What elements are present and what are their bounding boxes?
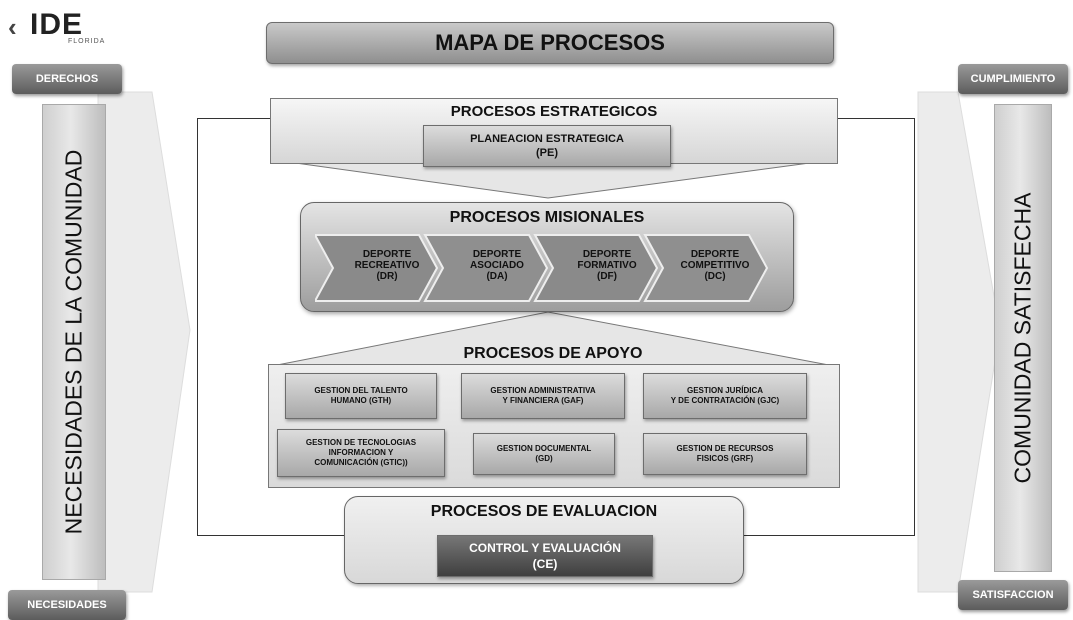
misionales-section: PROCESOS MISIONALES DEPORTE RECREATIVO (… xyxy=(300,202,794,312)
planeacion-line2: (PE) xyxy=(536,147,558,159)
gestion-documental: GESTION DOCUMENTAL (GD) xyxy=(473,433,615,475)
dr-line2: RECREATIVO xyxy=(354,260,420,271)
df-line3: (DF) xyxy=(597,271,617,282)
deporte-asociado: DEPORTE ASOCIADO (DA) xyxy=(449,249,545,282)
gtic-line3: COMUNICACIÓN (GTIC)) xyxy=(314,458,408,467)
logo-swoosh-icon: ‹ xyxy=(8,12,17,42)
gtic-line2: INFORMACION Y xyxy=(328,448,394,457)
evaluacion-section: PROCESOS DE EVALUACION CONTROL Y EVALUAC… xyxy=(344,496,744,584)
logo-subtext: FLORIDA xyxy=(68,38,106,45)
gestion-administrativa: GESTION ADMINISTRATIVA Y FINANCIERA (GAF… xyxy=(461,373,625,419)
gjc-line2: Y DE CONTRATACIÓN (GJC) xyxy=(670,396,780,405)
page-title: MAPA DE PROCESOS xyxy=(266,22,834,64)
df-line2: FORMATIVO xyxy=(577,260,637,271)
satisfaccion-tag: SATISFACCION xyxy=(958,580,1068,610)
ce-line1: CONTROL Y EVALUACIÓN xyxy=(469,541,621,555)
apoyo-title-wrap: PROCESOS DE APOYO xyxy=(268,345,838,365)
gestion-recursos-fisicos: GESTION DE RECURSOS FISICOS (GRF) xyxy=(643,433,807,475)
ide-florida-logo: ‹ IDE FLORIDA xyxy=(8,8,128,52)
apoyo-title: PROCESOS DE APOYO xyxy=(463,345,643,362)
input-arrow xyxy=(97,91,191,593)
gaf-line2: Y FINANCIERA (GAF) xyxy=(502,396,584,405)
chevron-dc xyxy=(643,234,769,302)
comunidad-vertical-label: COMUNIDAD SATISFECHA xyxy=(1009,192,1036,484)
misionales-chevrons xyxy=(315,234,769,302)
dr-line3: (DR) xyxy=(376,271,398,282)
gtic-line1: GESTION DE TECNOLOGIAS xyxy=(305,438,417,447)
gd-line1: GESTION DOCUMENTAL xyxy=(496,444,592,453)
dc-line1: DEPORTE xyxy=(690,249,740,260)
ce-line2: (CE) xyxy=(532,557,558,571)
deporte-formativo: DEPORTE FORMATIVO (DF) xyxy=(559,249,655,282)
dc-line2: COMPETITIVO xyxy=(680,260,750,271)
dr-line1: DEPORTE xyxy=(362,249,412,260)
gth-line1: GESTION DEL TALENTO xyxy=(314,386,408,395)
derechos-tag: DERECHOS xyxy=(12,64,122,94)
gth-line2: HUMANO (GTH) xyxy=(330,396,392,405)
dc-line3: (DC) xyxy=(704,271,726,282)
gaf-line1: GESTION ADMINISTRATIVA xyxy=(490,386,596,395)
deporte-recreativo: DEPORTE RECREATIVO (DR) xyxy=(339,249,435,282)
da-line3: (DA) xyxy=(486,271,508,282)
chevron-dr xyxy=(315,234,439,302)
necesidades-bar: NECESIDADES DE LA COMUNIDAD xyxy=(42,104,106,580)
planeacion-line1: PLANEACION ESTRATEGICA xyxy=(470,133,624,145)
output-arrow xyxy=(917,91,1001,593)
chevron-da xyxy=(423,234,549,302)
evaluacion-title: PROCESOS DE EVALUACION xyxy=(430,503,658,520)
cumplimiento-tag: CUMPLIMIENTO xyxy=(958,64,1068,94)
planeacion-estrategica-box: PLANEACION ESTRATEGICA (PE) xyxy=(423,125,671,167)
grf-line2: FISICOS (GRF) xyxy=(696,454,754,463)
gestion-talento-humano: GESTION DEL TALENTO HUMANO (GTH) xyxy=(285,373,437,419)
gestion-tecnologias: GESTION DE TECNOLOGIAS INFORMACION Y COM… xyxy=(277,429,445,477)
chevron-df xyxy=(533,234,659,302)
da-line1: DEPORTE xyxy=(472,249,522,260)
misionales-title: PROCESOS MISIONALES xyxy=(449,209,645,226)
gd-line2: (GD) xyxy=(535,454,553,463)
estrategicos-section: PROCESOS ESTRATEGICOS PLANEACION ESTRATE… xyxy=(270,98,838,167)
necesidades-vertical-label: NECESIDADES DE LA COMUNIDAD xyxy=(60,149,87,535)
logo-text: IDE xyxy=(30,8,84,41)
estrategicos-title: PROCESOS ESTRATEGICOS xyxy=(450,103,658,120)
grf-line1: GESTION DE RECURSOS xyxy=(676,444,774,453)
control-evaluacion-box: CONTROL Y EVALUACIÓN (CE) xyxy=(437,535,653,577)
gjc-line1: GESTION JURÍDICA xyxy=(686,386,763,395)
comunidad-bar: COMUNIDAD SATISFECHA xyxy=(994,104,1052,572)
necesidades-tag: NECESIDADES xyxy=(8,590,126,620)
df-line1: DEPORTE xyxy=(582,249,632,260)
apoyo-section: GESTION DEL TALENTO HUMANO (GTH) GESTION… xyxy=(268,364,840,488)
deporte-competitivo: DEPORTE COMPETITIVO (DC) xyxy=(663,249,767,282)
da-line2: ASOCIADO xyxy=(470,260,524,271)
gestion-juridica: GESTION JURÍDICA Y DE CONTRATACIÓN (GJC) xyxy=(643,373,807,419)
